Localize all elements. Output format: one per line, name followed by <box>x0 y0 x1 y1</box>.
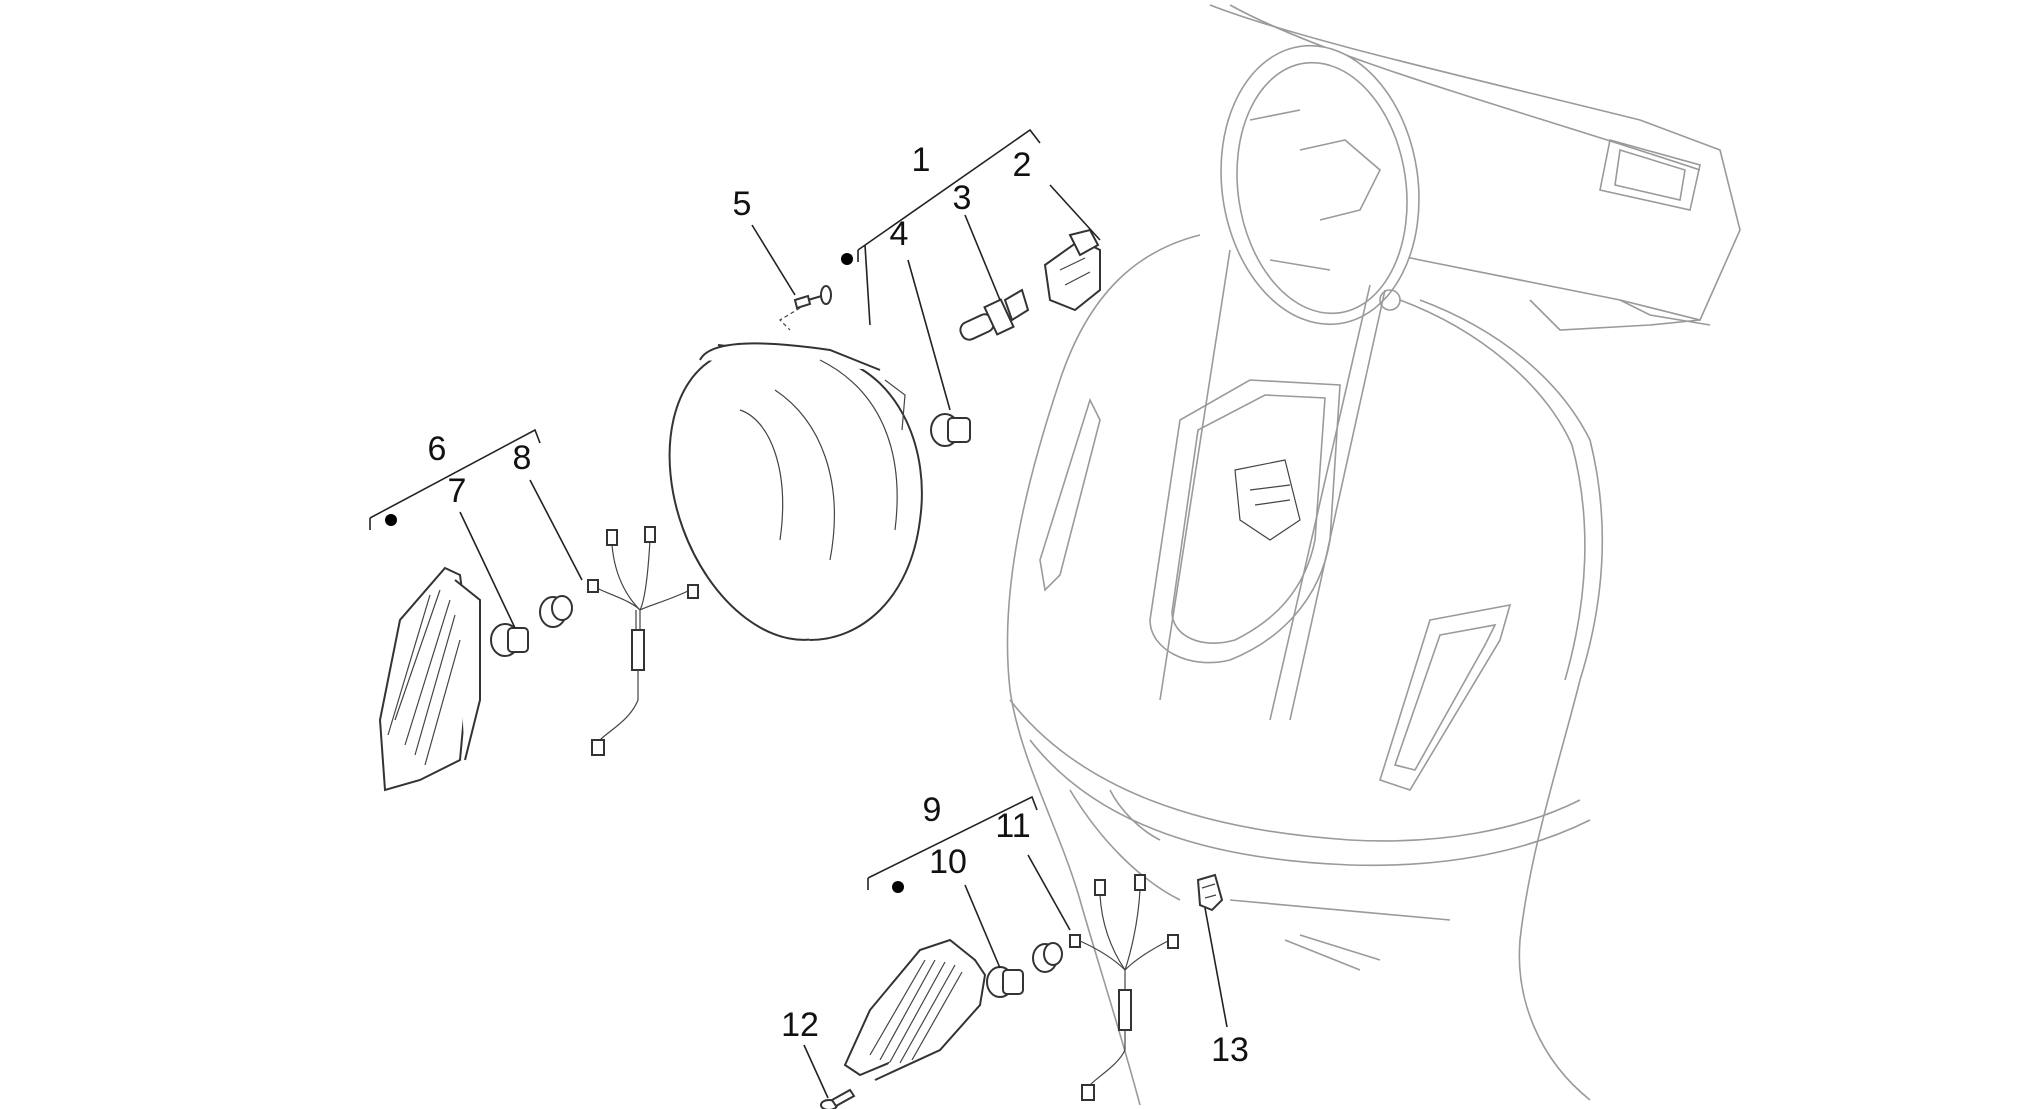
group-bracket-9 <box>867 795 1038 893</box>
group-bracket-1 <box>841 128 1041 326</box>
callout-2: 2 <box>1013 146 1032 184</box>
bulb-part-10 <box>986 966 1024 998</box>
callout-labels: 1 2 3 4 5 6 7 8 9 10 11 12 13 <box>428 141 1249 1069</box>
bulb-holder-and-wiring-part-8 <box>539 526 699 756</box>
callout-10: 10 <box>929 843 967 881</box>
scooter-front-shield-outline <box>1006 4 1741 1106</box>
headlamp-housing-part <box>668 342 923 641</box>
callout-9: 9 <box>923 791 942 829</box>
bulb-part-3 <box>959 288 1030 341</box>
callout-5: 5 <box>733 185 752 223</box>
turn-signal-lens-part-9 <box>843 938 987 1081</box>
callout-8: 8 <box>513 439 532 477</box>
screw-part-5 <box>779 285 832 331</box>
bulb-socket-part-2 <box>1043 228 1101 312</box>
callout-12: 12 <box>781 1006 819 1044</box>
bulb-part-4 <box>930 413 971 447</box>
bulb-holder-and-wiring-part-11 <box>1032 874 1179 1101</box>
group-bracket-6 <box>369 428 541 530</box>
callout-13: 13 <box>1211 1031 1249 1069</box>
callout-6: 6 <box>428 430 447 468</box>
clip-part-13 <box>1196 873 1224 912</box>
callout-1: 1 <box>912 141 931 179</box>
screw-part-12 <box>820 1088 856 1109</box>
leader-lines <box>459 184 1228 1099</box>
callout-11: 11 <box>995 807 1030 845</box>
bulb-part-7 <box>490 623 529 657</box>
turn-signal-lens-part-6 <box>378 566 481 792</box>
callout-7: 7 <box>448 472 467 510</box>
callout-3: 3 <box>953 179 972 217</box>
callout-4: 4 <box>890 215 909 253</box>
